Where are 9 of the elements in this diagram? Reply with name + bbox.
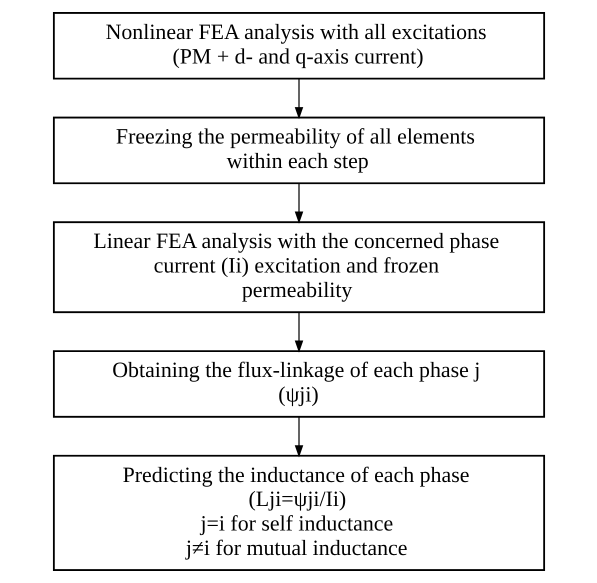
arrow [294,312,303,353]
arrow [294,78,303,120]
arrow [294,183,303,224]
node-box: Predicting the inductance of each phase (Lji=ψji/Ii) j=i for self inductance j≠i for mutual inductance [52,454,545,571]
node-box: Linear FEA analysis with the concerned phase current (Ii) excitation and frozen permeability [52,221,545,314]
arrow [294,417,303,458]
node-box: Nonlinear FEA analysis with all excitations (PM + d- and q-axis current) [52,12,545,80]
node-box: Freezing the permeability of all elements within each step [52,116,545,184]
node-box: Obtaining the flux-linkage of each phase j (ψji) [52,350,545,418]
